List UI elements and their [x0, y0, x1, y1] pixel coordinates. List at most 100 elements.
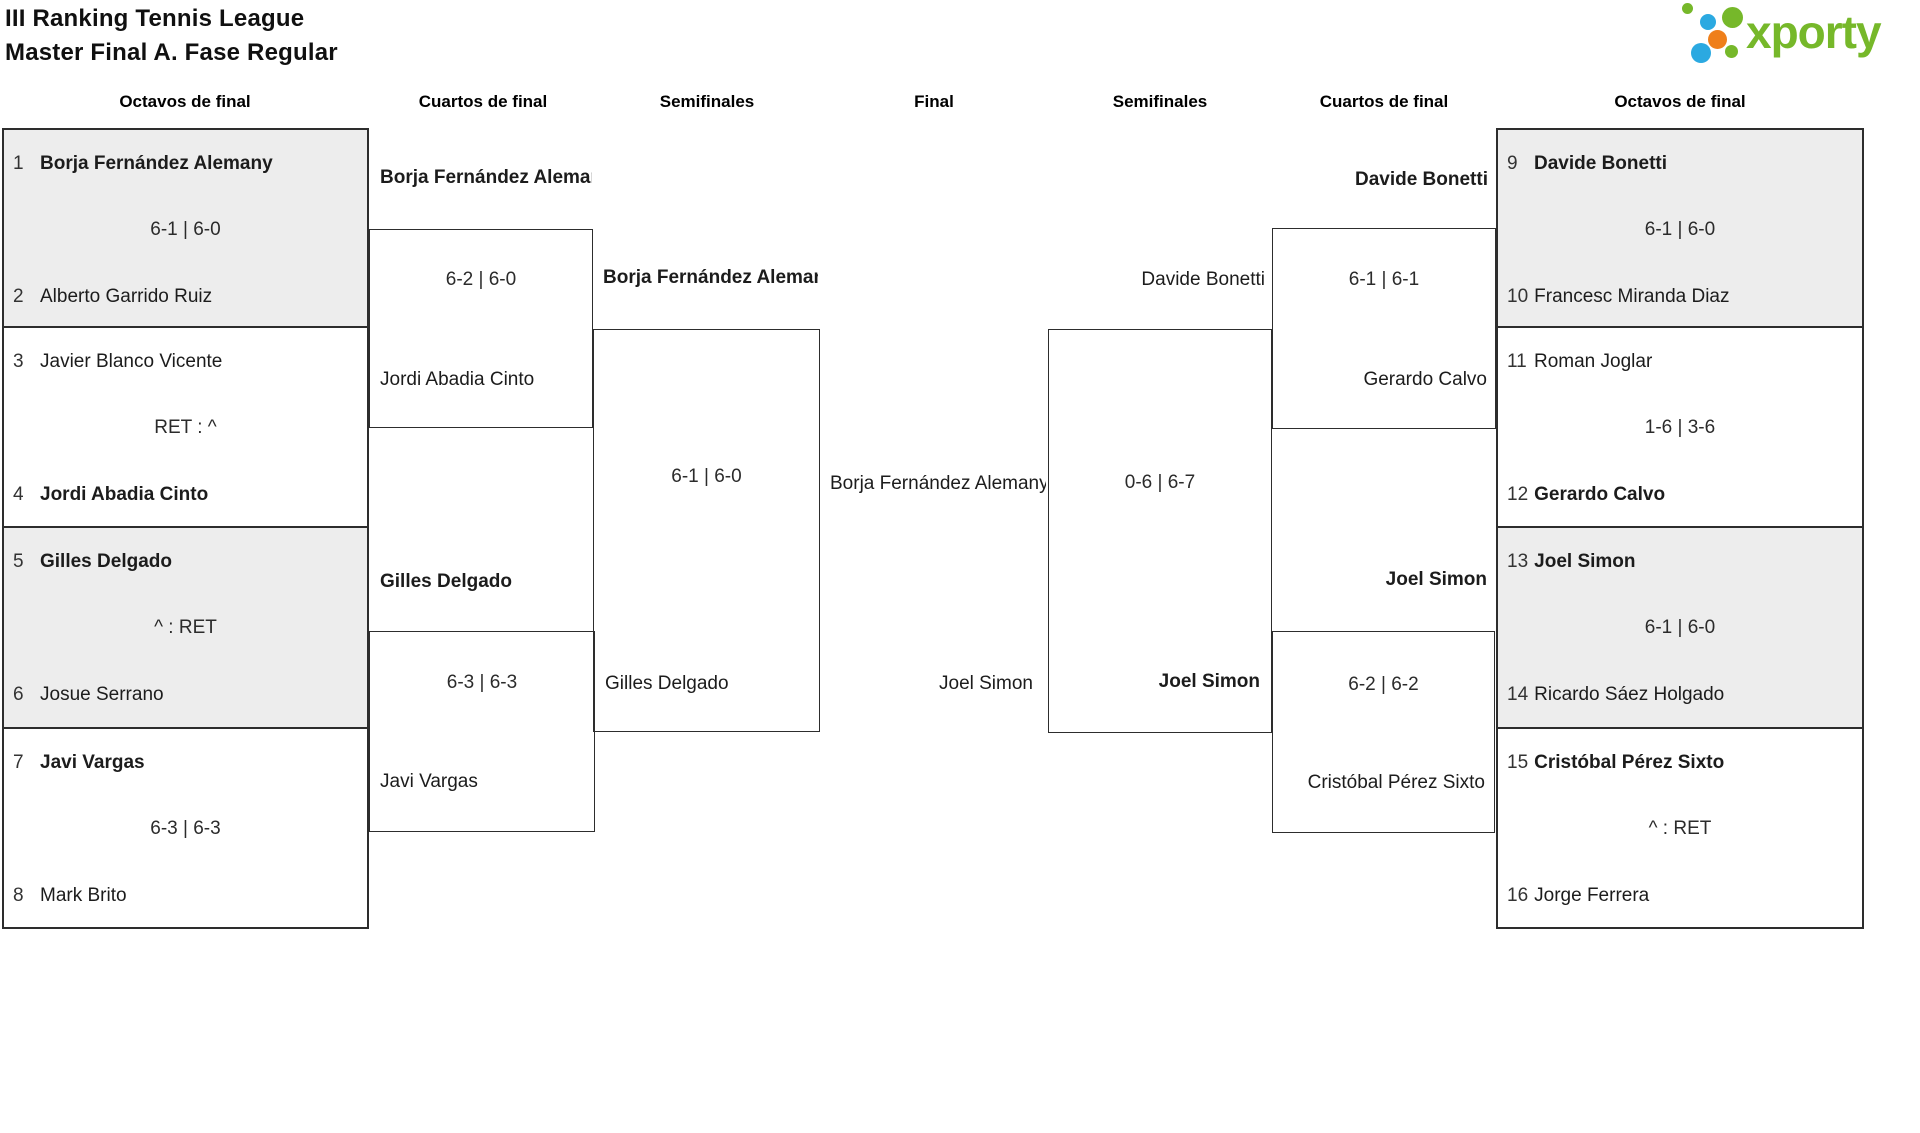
player-row: 6 Josue Serrano [4, 684, 367, 706]
seed: 15 [1507, 752, 1529, 773]
logo-dot-blue-small [1700, 14, 1716, 30]
round-header-final: Final [914, 92, 954, 111]
player-row: 8 Mark Brito [4, 885, 367, 907]
cuartos-loser: Cristóbal Pérez Sixto [1307, 772, 1485, 793]
logo-dot-green-tiny [1725, 45, 1738, 58]
seed: 12 [1507, 484, 1529, 505]
seed: 9 [1507, 153, 1518, 174]
player-name: Jordi Abadia Cinto [40, 484, 209, 505]
match-score: 6-1 | 6-0 [1644, 617, 1716, 638]
semifinal-score: 6-1 | 6-0 [671, 466, 742, 487]
round-header-octavos-left: Octavos de final [119, 92, 251, 111]
cuartos-winner: Gilles Delgado [380, 571, 512, 592]
match-score: 6-1 | 6-0 [150, 219, 221, 240]
cuartos-score: 6-3 | 6-3 [446, 672, 518, 693]
player-name: Gilles Delgado [40, 551, 172, 572]
player-row: 3 Javier Blanco Vicente [4, 351, 367, 373]
player-name: Jorge Ferrera [1534, 885, 1650, 906]
player-row: 4 Jordi Abadia Cinto [4, 484, 367, 506]
player-name: Alberto Garrido Ruiz [40, 286, 213, 307]
player-name: Francesc Miranda Diaz [1534, 286, 1730, 307]
match-score: ^ : RET [154, 617, 217, 638]
seed: 3 [13, 351, 24, 372]
logo-dot-blue-large [1691, 43, 1711, 63]
player-name: Cristóbal Pérez Sixto [1534, 752, 1725, 773]
player-name: Javier Blanco Vicente [40, 351, 223, 372]
player-name: Joel Simon [1534, 551, 1636, 572]
logo-dot-green-small [1682, 3, 1693, 14]
player-name: Mark Brito [40, 885, 127, 906]
cuartos-winner: Davide Bonetti [1354, 169, 1488, 190]
cuartos-right-2-box [1272, 631, 1495, 833]
player-name: Roman Joglar [1534, 351, 1653, 372]
player-row: 1 Borja Fernández Alemany [4, 153, 367, 175]
seed: 14 [1507, 684, 1529, 705]
cuartos-left-1-box [369, 229, 593, 428]
round-header-semis-left: Semifinales [659, 92, 755, 111]
seed: 5 [13, 551, 24, 572]
semifinal-top-player: Borja Fernández Alemany [603, 267, 818, 288]
player-row: 5 Gilles Delgado [4, 551, 367, 573]
cuartos-score: 6-1 | 6-1 [1348, 269, 1420, 290]
player-name: Javi Vargas [40, 752, 145, 773]
seed: 6 [13, 684, 24, 705]
seed: 7 [13, 752, 24, 773]
cuartos-loser: Jordi Abadia Cinto [380, 369, 535, 390]
match-score: 6-3 | 6-3 [150, 818, 221, 839]
semifinal-bottom-player: Gilles Delgado [605, 673, 729, 694]
final-player-1: Borja Fernández Alemany [830, 473, 1046, 494]
player-name: Borja Fernández Alemany [40, 153, 273, 174]
seed: 13 [1507, 551, 1529, 572]
round-header-octavos-right: Octavos de final [1614, 92, 1746, 111]
cuartos-score: 6-2 | 6-2 [1348, 674, 1419, 695]
semifinal-right-box [1048, 329, 1272, 733]
cuartos-loser: Gerardo Calvo [1363, 369, 1487, 390]
round-header-cuartos-right: Cuartos de final [1319, 92, 1449, 111]
logo-dot-green-large [1722, 7, 1743, 28]
match-score: 1-6 | 3-6 [1644, 417, 1716, 438]
semifinal-top-player: Davide Bonetti [1141, 269, 1265, 290]
cuartos-score: 6-2 | 6-0 [445, 269, 517, 290]
seed: 1 [13, 153, 24, 174]
octavos-match-4: 7 Javi Vargas 6-3 | 6-3 8 Mark Brito [2, 727, 369, 929]
semifinal-left-box [593, 329, 820, 732]
seed: 2 [13, 286, 24, 307]
semifinal-score: 0-6 | 6-7 [1124, 472, 1196, 493]
tournament-name: III Ranking Tennis League [5, 5, 305, 32]
match-score: RET : ^ [154, 417, 217, 438]
seed: 4 [13, 484, 24, 505]
seed: 10 [1507, 286, 1529, 307]
phase-name: Master Final A. Fase Regular [5, 39, 338, 66]
final-player-2: Joel Simon [939, 673, 1033, 694]
player-row: 2 Alberto Garrido Ruiz [4, 286, 367, 308]
match-score: 6-1 | 6-0 [1644, 219, 1716, 240]
player-row: 7 Javi Vargas [4, 752, 367, 774]
octavos-match-2: 3 Javier Blanco Vicente RET : ^ 4 Jordi Ab… [2, 326, 369, 528]
logo-wordmark: xporty [1746, 6, 1882, 58]
octavos-match-3: 5 Gilles Delgado ^ : RET 6 Josue Serrano [2, 526, 369, 729]
seed: 8 [13, 885, 24, 906]
octavos-match-1: 1 Borja Fernández Alemany 6-1 | 6-0 2 Albe… [2, 128, 369, 328]
cuartos-loser: Javi Vargas [380, 771, 478, 792]
cuartos-left-2-box [369, 631, 595, 832]
cuartos-winner: Borja Fernández Alemany [380, 167, 592, 188]
semifinal-bottom-player: Joel Simon [1158, 671, 1260, 692]
round-header-cuartos-left: Cuartos de final [418, 92, 548, 111]
logo-dot-orange [1708, 30, 1727, 49]
cuartos-winner: Joel Simon [1385, 569, 1487, 590]
player-name: Josue Serrano [40, 684, 164, 705]
match-score: ^ : RET [1648, 818, 1712, 839]
